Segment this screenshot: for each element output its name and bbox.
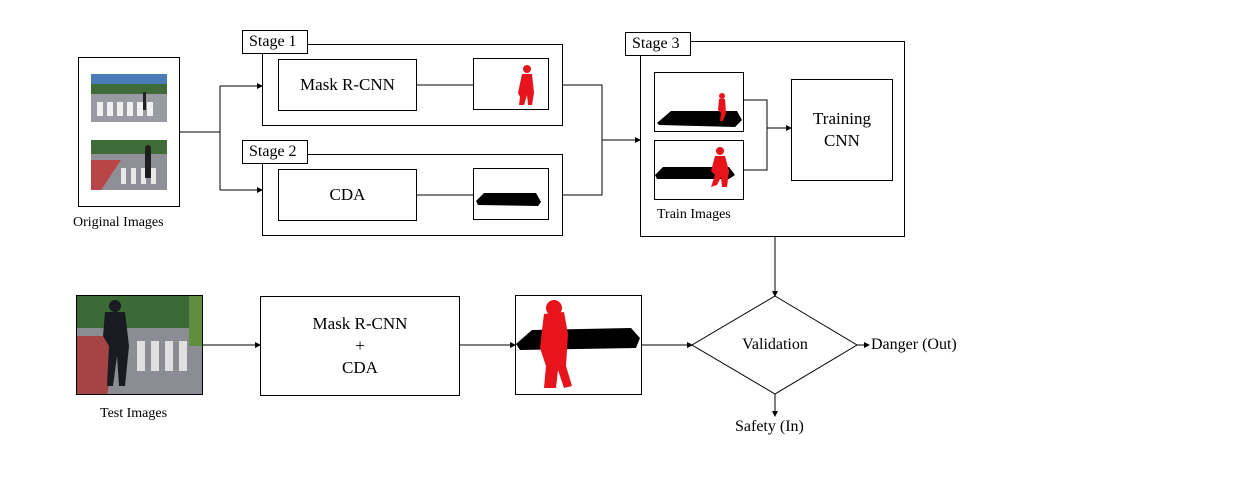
danger-outcome-label: Danger (Out) [871, 336, 957, 353]
combined-line3: CDA [342, 358, 378, 377]
stage3-tag: Stage 3 [625, 32, 691, 56]
original-images-frame [78, 57, 180, 207]
training-cnn-box: Training CNN [791, 79, 893, 181]
combined-mask-output [515, 295, 642, 395]
stage1-mask-rcnn-box: Mask R-CNN [278, 59, 417, 111]
safety-outcome-label: Safety (In) [735, 418, 804, 435]
stage1-pedestrian-mask [473, 58, 549, 110]
crosswalk-photo-1 [91, 74, 167, 122]
stage1-frame [262, 44, 563, 126]
validation-diamond-shape [691, 295, 858, 395]
train-image-1 [654, 72, 744, 132]
mask-rcnn-cda-box: Mask R-CNN + CDA [260, 296, 460, 396]
stage2-cda-box: CDA [278, 169, 417, 221]
train-images-label: Train Images [657, 207, 731, 222]
training-cnn-line1: Training [813, 109, 871, 128]
original-images-label: Original Images [73, 215, 164, 230]
stage3-frame [640, 41, 905, 237]
crosswalk-photo-2 [91, 140, 167, 190]
stage2-crosswalk-mask [473, 168, 549, 220]
test-image-photo [76, 295, 203, 395]
train-image-2 [654, 140, 744, 200]
validation-label: Validation [742, 336, 808, 353]
stage1-tag: Stage 1 [242, 30, 308, 54]
combined-line1: Mask R-CNN [312, 314, 408, 333]
test-images-label: Test Images [100, 406, 168, 421]
stage2-tag: Stage 2 [242, 140, 308, 164]
combined-line2: + [355, 336, 365, 355]
training-cnn-line2: CNN [824, 131, 860, 150]
stage2-frame [262, 154, 563, 236]
